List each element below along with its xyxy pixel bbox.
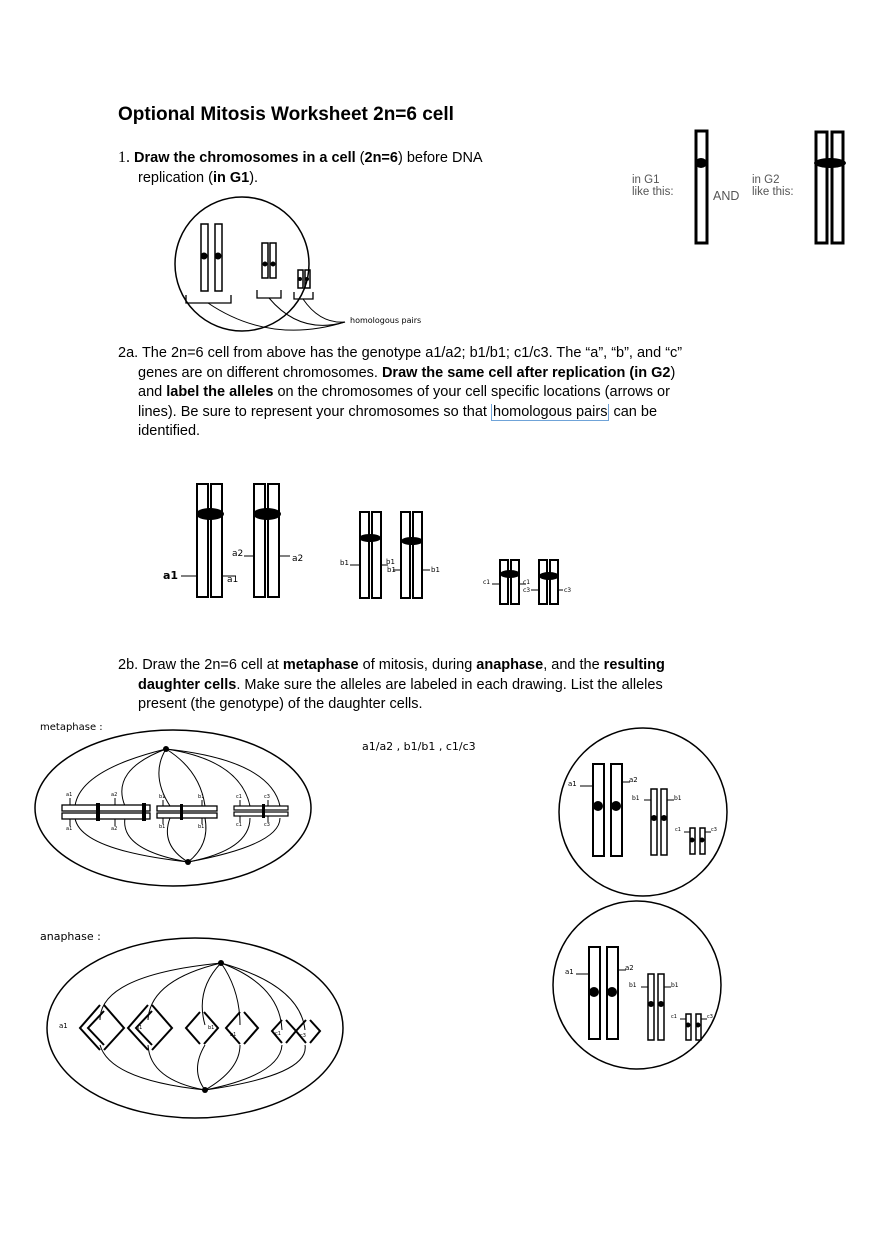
daughter1-allele-c3: c3 [711, 827, 717, 833]
allele-b1-1: b1 [340, 559, 349, 567]
homologous-pairs-note: homologous pairs [350, 316, 422, 325]
homologous-pairs-link[interactable]: homologous pairs [491, 403, 610, 421]
daughter2-allele-c1: c1 [671, 1014, 677, 1020]
anaphase-allele-a1: a1 [59, 1022, 68, 1030]
allele-a1-left: a1 [163, 569, 179, 582]
allele-a1-right: a1 [227, 575, 239, 585]
question-1-number: 1. [118, 149, 130, 166]
anaphase-allele-b1-2: b1 [230, 1032, 237, 1038]
allele-c1-2: c1 [523, 579, 531, 586]
allele-c1-1: c1 [483, 579, 491, 586]
question-1: 1. Draw the chromosomes in a cell (2n=6)… [118, 149, 483, 186]
daughter-genotype: a1/a2 , b1/b1 , c1/c3 [362, 740, 476, 753]
anaphase-allele-c1: c1 [275, 1031, 281, 1037]
daughter-cell-2-membrane [552, 900, 722, 1070]
daughter1-allele-c1: c1 [675, 827, 681, 833]
g2-chromatid-right [830, 130, 845, 245]
g2-chromatid-left [814, 130, 829, 245]
daughter2-allele-b1-right: b1 [671, 982, 679, 989]
anaphase-allele-c3: c3 [300, 1033, 306, 1039]
g1-chromosome [694, 129, 709, 245]
anaphase-label: anaphase : [40, 930, 101, 943]
daughter2-allele-a1: a1 [565, 968, 574, 976]
daughter1-allele-a2: a2 [629, 776, 638, 784]
anaphase-allele-a1-2: a1 [136, 1025, 143, 1031]
metaphase-allele-a1-top: a1 [66, 792, 73, 798]
legend-and: AND [713, 189, 740, 203]
allele-a2-left: a2 [232, 549, 244, 559]
daughter2-allele-c3: c3 [707, 1014, 713, 1020]
g2-centromere [814, 158, 846, 168]
g1-cell-membrane [174, 196, 310, 332]
allele-b1-3: b1 [387, 566, 396, 574]
allele-b1-2: b1 [386, 558, 395, 566]
allele-a2-right: a2 [292, 554, 304, 564]
metaphase-allele-c3-2: c3 [264, 822, 270, 828]
question-2a: 2a. The 2n=6 cell from above has the gen… [118, 345, 683, 439]
metaphase-allele-b1-3: b1 [198, 794, 205, 800]
legend-g1-label: in G1 like this: [632, 174, 674, 198]
daughter1-allele-b1-right: b1 [674, 795, 682, 802]
metaphase-allele-b1-4: b1 [198, 824, 205, 830]
metaphase-allele-b1-1: b1 [159, 794, 166, 800]
daughter2-allele-b1-left: b1 [629, 982, 637, 989]
metaphase-allele-a2-top: a2 [111, 792, 118, 798]
metaphase-allele-b1-2: b1 [159, 824, 166, 830]
daughter-cell-1-membrane [558, 727, 728, 897]
metaphase-allele-c1-2: c1 [236, 822, 242, 828]
daughter1-allele-b1-left: b1 [632, 795, 640, 802]
allele-c3-2: c3 [564, 587, 572, 594]
g1-centromere [695, 158, 707, 168]
page-title: Optional Mitosis Worksheet 2n=6 cell [118, 104, 454, 125]
metaphase-allele-a2-bottom: a2 [111, 826, 118, 832]
allele-c3-1: c3 [523, 587, 531, 594]
metaphase-allele-c3-1: c3 [264, 794, 270, 800]
legend-g2-label: in G2 like this: [752, 174, 794, 198]
daughter2-allele-a2: a2 [625, 964, 634, 972]
question-2b: 2b. Draw the 2n=6 cell at metaphase of m… [118, 657, 665, 712]
allele-b1-4: b1 [431, 566, 440, 574]
daughter1-allele-a1: a1 [568, 780, 577, 788]
metaphase-allele-a1-bottom: a1 [66, 826, 73, 832]
anaphase-allele-b1-1: b1 [208, 1025, 215, 1031]
anaphase-cell-membrane [46, 937, 344, 1119]
metaphase-allele-c1-1: c1 [236, 794, 242, 800]
metaphase-label: metaphase : [40, 722, 103, 733]
metaphase-cell-membrane [34, 729, 312, 887]
